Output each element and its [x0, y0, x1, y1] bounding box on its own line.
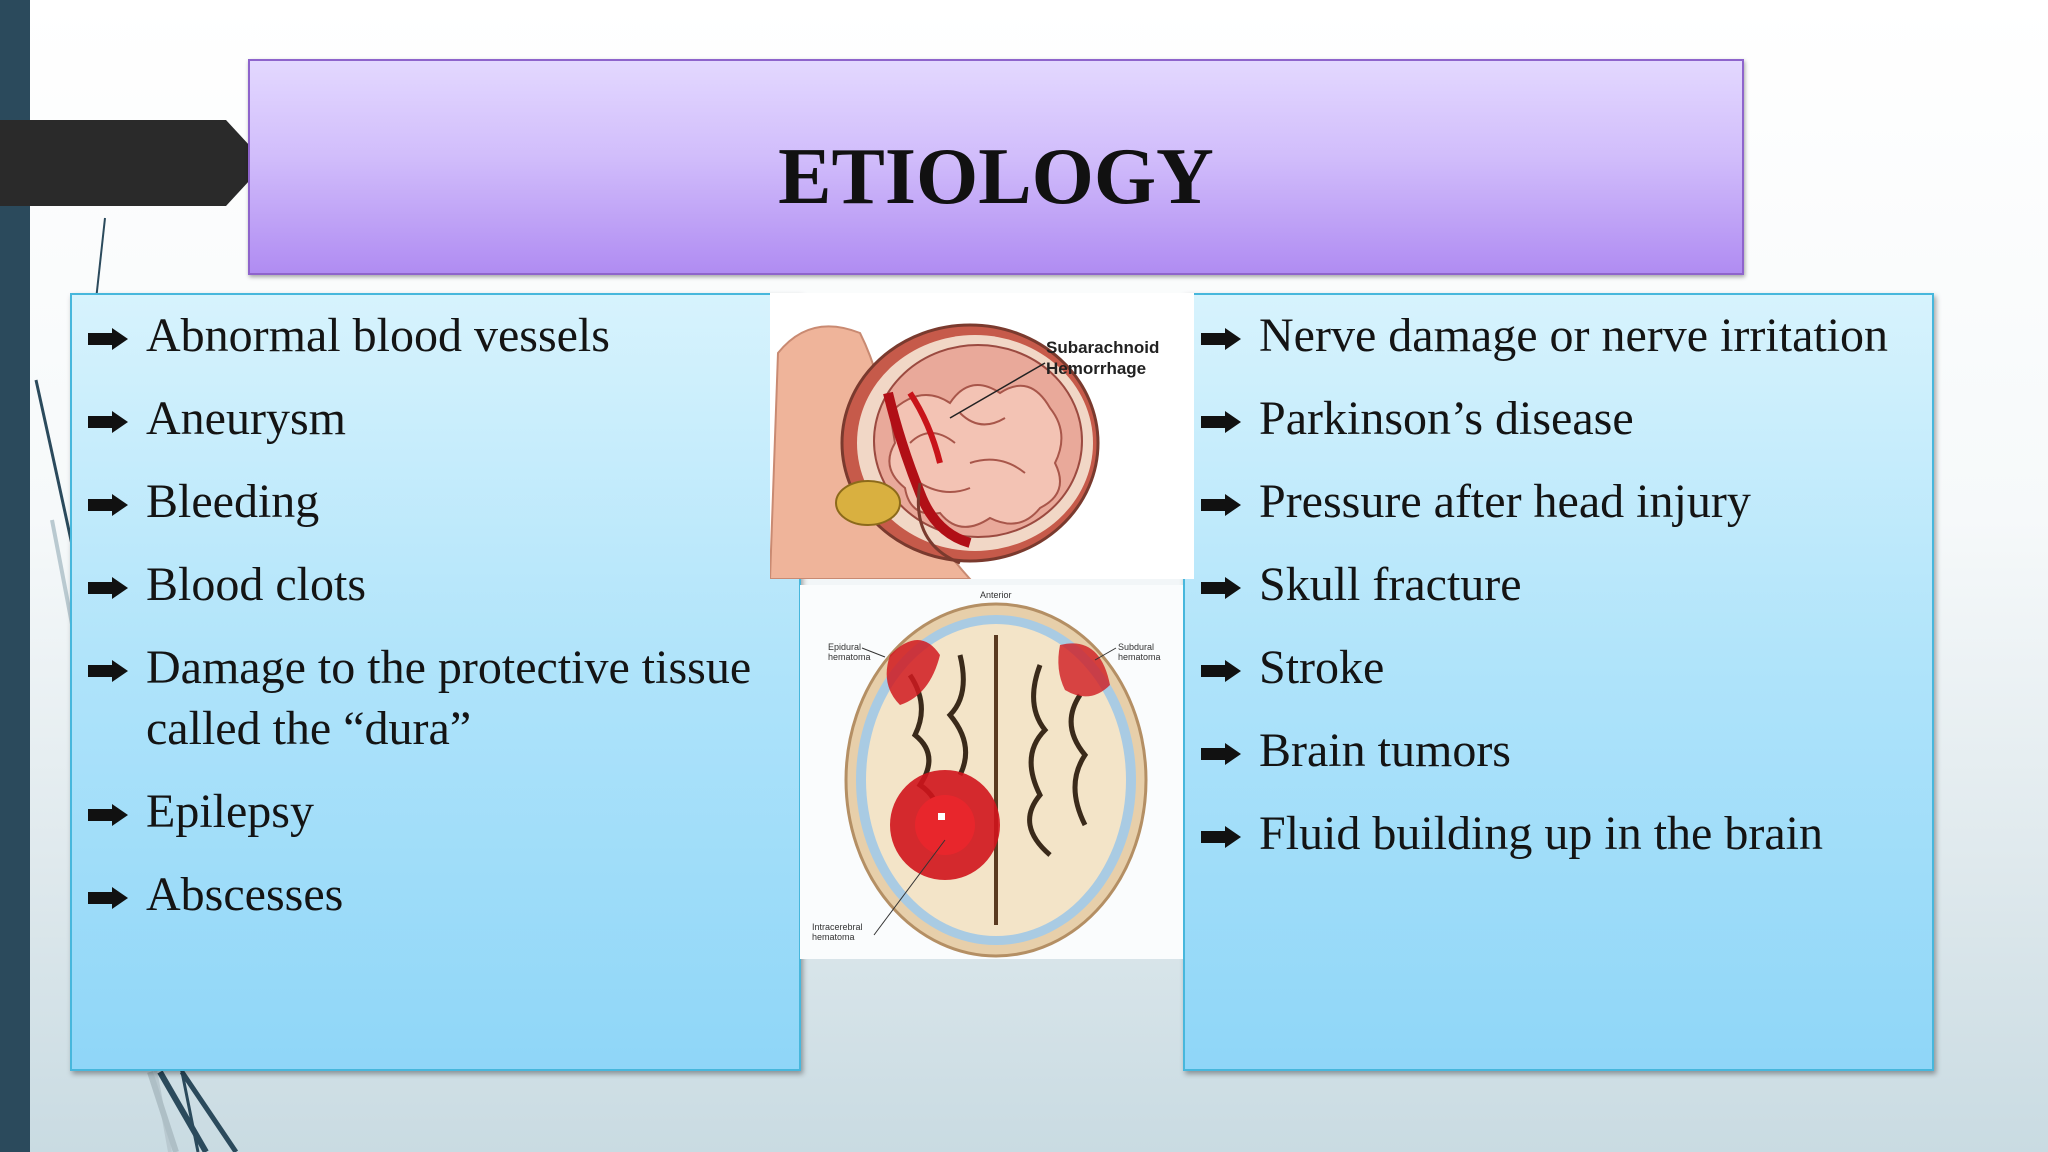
list-item: Parkinson’s disease [1201, 388, 1921, 449]
bullet-arrow-icon [88, 804, 128, 826]
list-item-text: Pressure after head injury [1259, 475, 1751, 528]
slide-title: ETIOLOGY [778, 133, 1214, 221]
list-item: Bleeding [88, 471, 778, 532]
left-causes-list: Abnormal blood vessels Aneurysm Bleeding… [88, 305, 778, 947]
bullet-arrow-icon [1201, 743, 1241, 765]
title-banner: ETIOLOGY [248, 59, 1744, 275]
axial-brain-image: Anterior Epidural hematoma Subdural hema… [800, 585, 1183, 959]
figure-label-line1: Subarachnoid [1046, 338, 1159, 357]
list-item: Damage to the protective tissue called t… [88, 637, 778, 759]
list-item: Skull fracture [1201, 554, 1921, 615]
bullet-arrow-icon [1201, 577, 1241, 599]
bullet-arrow-icon [1201, 494, 1241, 516]
list-item-text: Abscesses [146, 868, 344, 921]
bullet-arrow-icon [88, 887, 128, 909]
bullet-arrow-icon [88, 411, 128, 433]
bullet-arrow-icon [1201, 660, 1241, 682]
list-item-text: Aneurysm [146, 392, 346, 445]
list-item: Stroke [1201, 637, 1921, 698]
subarachnoid-hemorrhage-illustration: Subarachnoid Hemorrhage [768, 293, 1194, 580]
head-cross-section-image: Subarachnoid Hemorrhage [768, 293, 1194, 580]
bullet-arrow-icon [1201, 826, 1241, 848]
bullet-arrow-icon [88, 660, 128, 682]
intracerebral-label-1: Intracerebral [812, 922, 863, 932]
bullet-arrow-icon [1201, 411, 1241, 433]
list-item-text: Nerve damage or nerve irritation [1259, 309, 1889, 362]
list-item-text: Fluid building up in the brain [1259, 807, 1823, 860]
intracerebral-label-2: hematoma [812, 932, 855, 942]
list-item-text: Brain tumors [1259, 724, 1511, 777]
anterior-label: Anterior [980, 590, 1012, 600]
list-item: Nerve damage or nerve irritation [1201, 305, 1921, 366]
left-causes-panel: Abnormal blood vessels Aneurysm Bleeding… [70, 293, 801, 1071]
subdural-label-2: hematoma [1118, 652, 1161, 662]
list-item-text: Blood clots [146, 558, 367, 611]
bullet-arrow-icon [88, 577, 128, 599]
title-tab-shape [0, 120, 250, 206]
figure-label-line2: Hemorrhage [1046, 359, 1146, 378]
list-item-text: Parkinson’s disease [1259, 392, 1634, 445]
list-item-text: Bleeding [146, 475, 320, 528]
list-item: Epilepsy [88, 781, 778, 842]
list-item-text: Skull fracture [1259, 558, 1522, 611]
right-causes-list: Nerve damage or nerve irritation Parkins… [1201, 305, 1921, 886]
list-item: Aneurysm [88, 388, 778, 449]
epidural-label-1: Epidural [828, 642, 861, 652]
list-item: Fluid building up in the brain [1201, 803, 1921, 864]
epidural-label-2: hematoma [828, 652, 871, 662]
list-item: Pressure after head injury [1201, 471, 1921, 532]
list-item-text: Damage to the protective tissue called t… [146, 641, 752, 755]
list-item: Blood clots [88, 554, 778, 615]
bullet-arrow-icon [1201, 328, 1241, 350]
list-item-text: Epilepsy [146, 785, 314, 838]
list-item: Abscesses [88, 864, 778, 925]
hematoma-axial-illustration: Anterior Epidural hematoma Subdural hema… [800, 585, 1183, 959]
list-item-text: Abnormal blood vessels [146, 309, 610, 362]
right-causes-panel: Nerve damage or nerve irritation Parkins… [1183, 293, 1934, 1071]
list-item-text: Stroke [1259, 641, 1385, 694]
bullet-arrow-icon [88, 494, 128, 516]
subdural-label-1: Subdural [1118, 642, 1154, 652]
bullet-arrow-icon [88, 328, 128, 350]
list-item: Brain tumors [1201, 720, 1921, 781]
list-item: Abnormal blood vessels [88, 305, 778, 366]
